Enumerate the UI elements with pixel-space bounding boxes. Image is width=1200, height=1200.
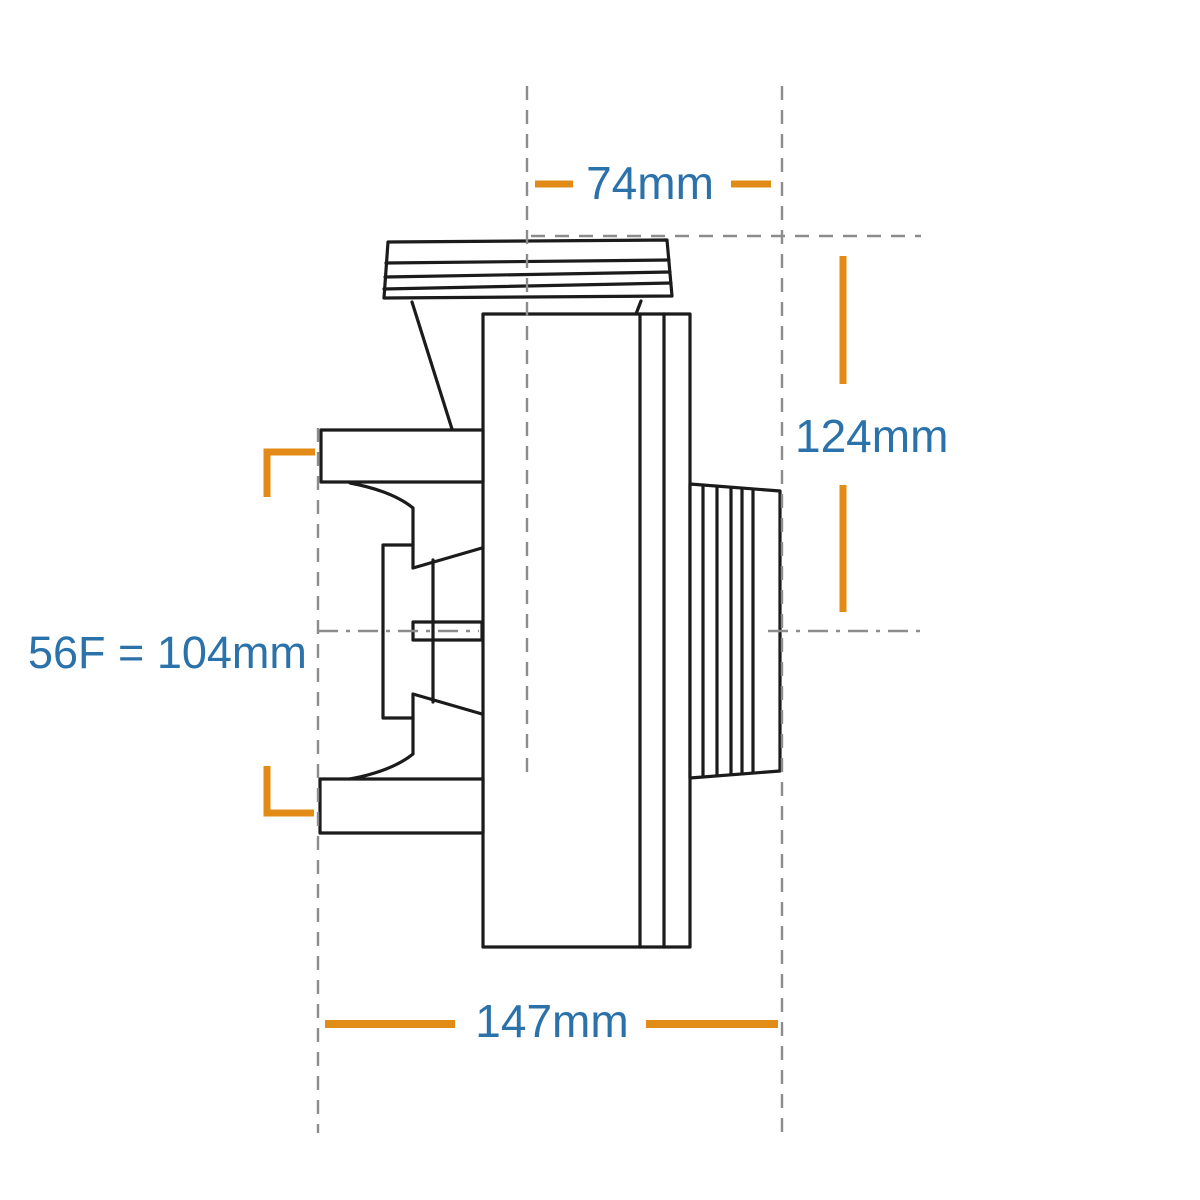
upper-flange-arm (319, 428, 485, 484)
dimension-label-right-height: 124mm (795, 410, 948, 462)
lower-volute-profile (348, 692, 484, 781)
pump-outline-drawing (318, 238, 782, 949)
dimension-label-bottom-width: 147mm (475, 995, 628, 1047)
neck-cone-edge-left (410, 300, 454, 431)
threaded-union (688, 482, 782, 780)
lower-flange-arm (318, 777, 485, 835)
dim-104-bracket-lower (263, 766, 314, 817)
dimension-label-left-frame: 56F = 104mm (28, 627, 307, 678)
fan-cover-rib-2 (383, 270, 672, 279)
dimension-labels: 74mm 124mm 56F = 104mm 147mm (28, 157, 948, 1047)
motor-housing-body (481, 312, 692, 949)
dimension-marks (263, 180, 847, 1028)
dimension-label-top-width: 74mm (586, 157, 714, 209)
dim-104-bracket-upper (263, 448, 315, 497)
guide-lines (316, 86, 921, 1133)
upper-volute-profile (348, 481, 484, 570)
hub-block (381, 543, 415, 720)
neck-edge-right (634, 299, 643, 316)
